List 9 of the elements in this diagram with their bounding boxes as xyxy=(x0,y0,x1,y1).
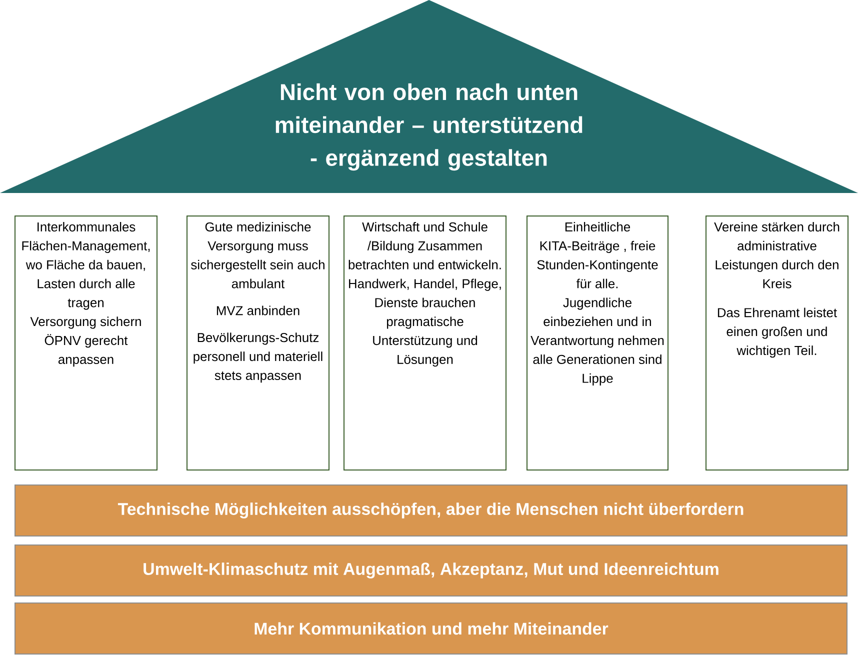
pillar-box: Wirtschaft und Schule /Bildung Zusammen betrachten und entwickeln. Handwerk, Handel, Pflege, Dienste brauchen pragmatische Unterstützung und Lösungen xyxy=(344,216,506,470)
pillar-box: Einheitliche KITA-Beiträge , freie Stunden-Kontingente für alle. Jugendliche einbeziehen und in Verantwortung nehmen alle Generationen sind Lippe xyxy=(526,216,668,470)
banner-bar: Umwelt-Klimaschutz mit Augenmaß, Akzeptanz, Mut und Ideenreichtum xyxy=(14,544,848,596)
banner-bar: Technische Möglichkeiten ausschöpfen, aber die Menschen nicht überfordern xyxy=(14,484,848,536)
banner-bar: Mehr Kommunikation und mehr Miteinander xyxy=(14,602,848,654)
pillar-box: Interkommunales Flächen-Management, wo Fläche da bauen, Lasten durch alle tragen Versorgung sichern ÖPNV gerecht anpassen xyxy=(14,216,158,470)
roof-triangle: Nicht von oben nach unten miteinander – unterstützend - ergänzend gestalten xyxy=(0,0,858,193)
pillar-box: Vereine stärken durch administrative Leistungen durch den Kreis Das Ehrenamt leistet einen großen und wichtigen Teil. xyxy=(706,216,848,470)
pillar-box: Gute medizinische Versorgung muss sichergestellt sein auch ambulant MVZ anbinden Bevölkerungs-Schutz personell und materiell stets anpassen xyxy=(186,216,330,470)
